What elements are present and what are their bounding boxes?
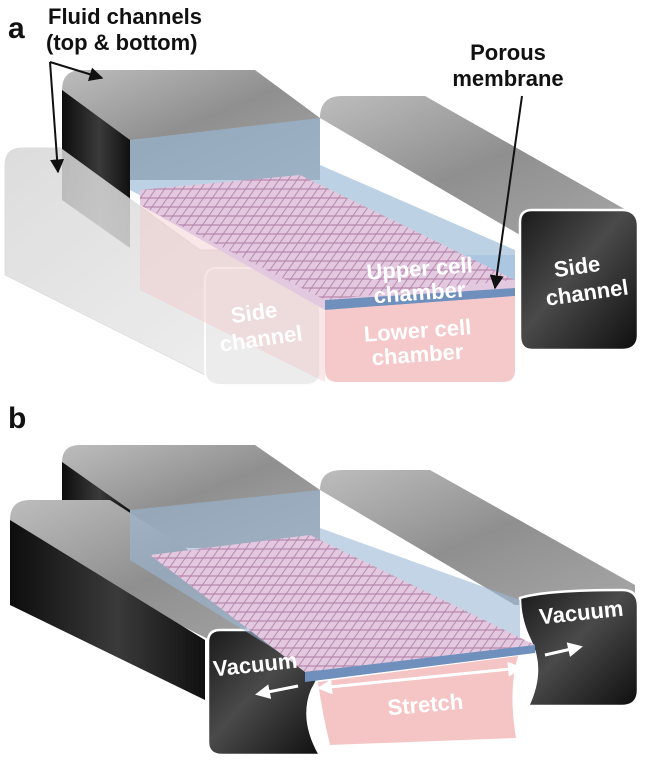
lower-chamber-side: [140, 205, 325, 382]
vacuum-left-arrow: [255, 684, 299, 700]
vacuum-right-arrow: [544, 642, 583, 657]
fluid-channels-label-2: (top & bottom): [46, 30, 198, 55]
panel-b: b Vacuum Vacuum Stretch: [8, 402, 640, 757]
porous-label-1: Porous: [470, 40, 546, 65]
lower-chamber: [325, 296, 515, 382]
panel-a-letter: a: [8, 12, 25, 45]
right-block: [320, 96, 635, 235]
fluid-channel-arrow-2: [49, 61, 65, 174]
ghost-side-channel-front: [204, 267, 321, 386]
panel-a: a Fluid channels (top & bottom) Porous m…: [4, 4, 640, 386]
fluid-channels-label-1: Fluid channels: [48, 4, 202, 29]
b-right-block: [320, 470, 635, 605]
stretch-arrow: [317, 661, 523, 695]
panel-b-letter: b: [8, 402, 26, 435]
porous-label-2: membrane: [452, 66, 563, 91]
membrane-grid: [140, 175, 515, 300]
right-block-side-face: [518, 208, 640, 352]
fluid-channel-arrow-1: [49, 61, 104, 81]
b-left-block-dark: [10, 520, 205, 700]
porous-arrow: [489, 95, 523, 290]
b-membrane-grid: [150, 535, 535, 672]
membrane-edge: [325, 288, 515, 310]
